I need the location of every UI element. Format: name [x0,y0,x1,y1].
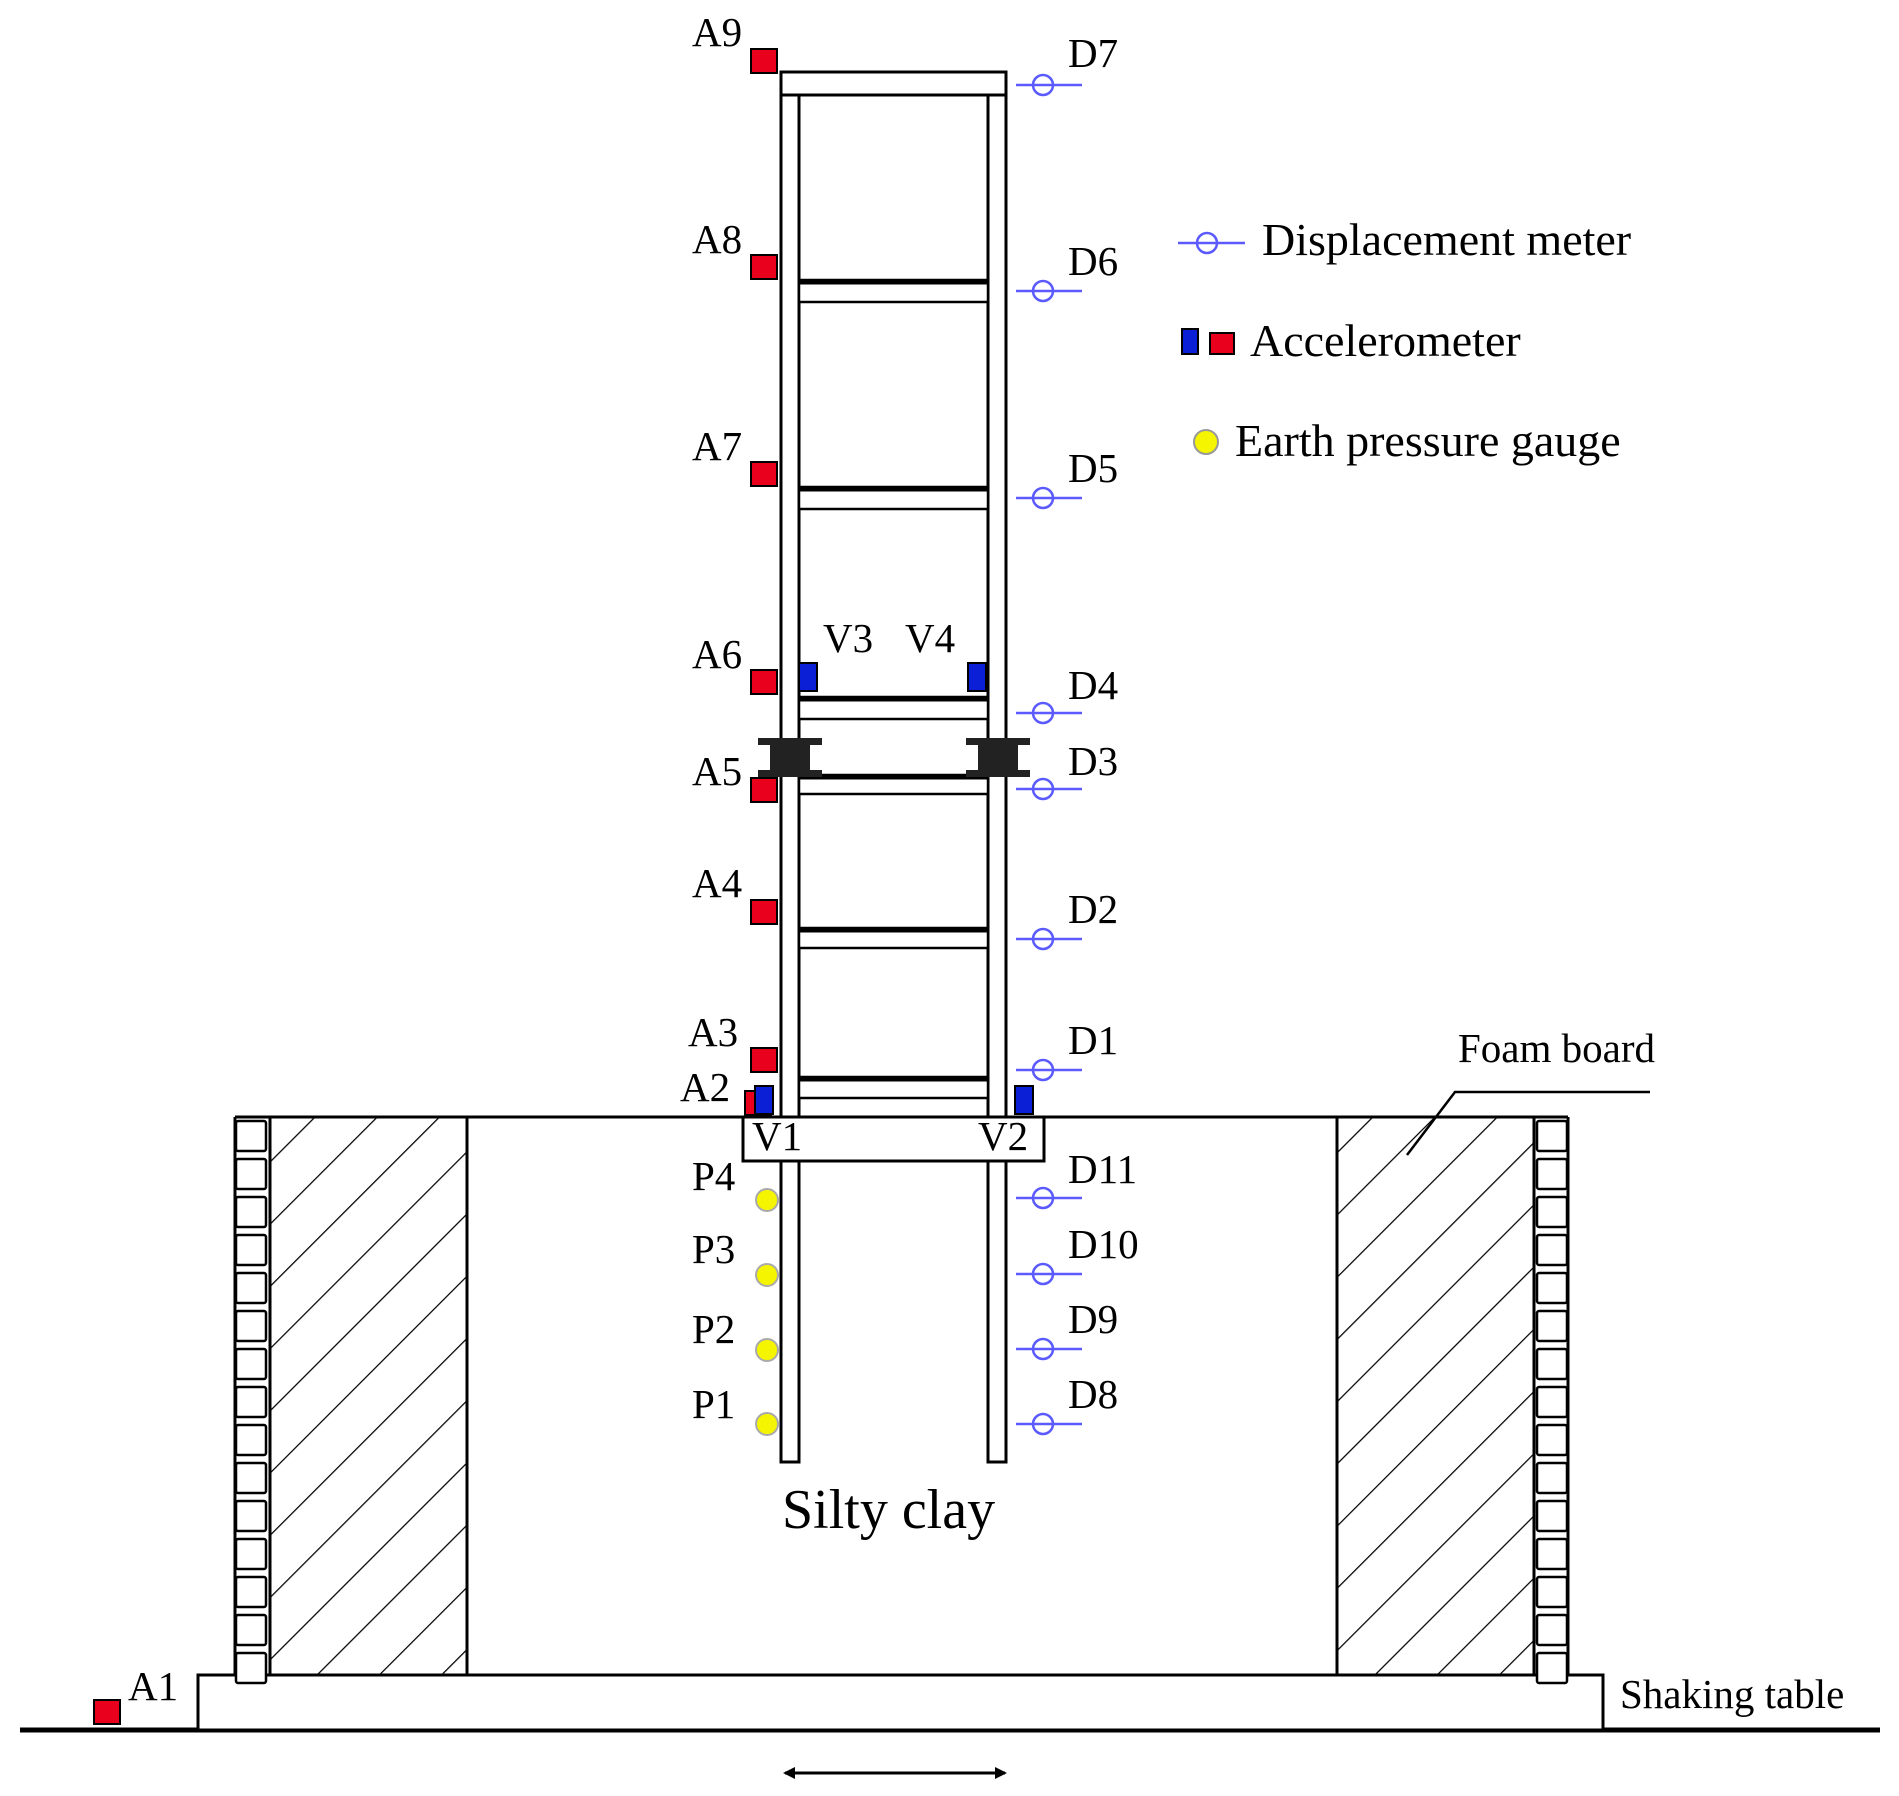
pressure-gauge-p4 [755,1188,779,1212]
legend: Displacement meter Accelerometer Earth p… [1178,214,1631,466]
accelerometer-a1 [93,1699,121,1725]
displacement-meter-d8 [1016,1412,1082,1436]
displacement-meter-d7 [1016,73,1082,97]
displacement-meter-d10 [1016,1262,1082,1286]
shaking-table-label: Shaking table [1620,1671,1844,1717]
accelerometer-label-a3: A3 [688,1009,738,1055]
accelerometer-a3 [750,1047,778,1073]
accelerometer-label-a9: A9 [692,9,742,55]
foam-board-left [268,1115,469,1677]
velocity-sensor-v2 [1014,1085,1034,1115]
displacement-meter-d1 [1016,1058,1082,1082]
displacement-label-d11: D11 [1068,1146,1137,1192]
isolation-bearing-right [966,738,1030,777]
accelerometer-label-a4: A4 [692,860,742,906]
displacement-label-d5: D5 [1068,445,1118,491]
sensor-layer [93,48,1082,1725]
velocity-sensor-label-v3: V3 [823,615,873,661]
displacement-label-d8: D8 [1068,1371,1118,1417]
pressure-label-p4: P4 [692,1153,735,1199]
accelerometer-a8 [750,254,778,280]
displacement-label-d10: D10 [1068,1221,1139,1267]
velocity-sensor-v1 [754,1085,774,1115]
displacement-label-d7: D7 [1068,30,1118,76]
displacement-meter-d6 [1016,279,1082,303]
pile-cap [741,1115,1046,1163]
foam-board-leader [1406,1090,1650,1156]
isolation-bearing-left [758,738,822,777]
legend-pressure-icon [1193,429,1219,455]
accelerometer-label-a8: A8 [692,216,742,262]
displacement-label-d3: D3 [1068,738,1118,784]
floor-slabs [797,278,990,1100]
displacement-label-d6: D6 [1068,238,1118,284]
velocity-sensor-v3 [798,662,818,692]
displacement-meter-d4 [1016,701,1082,725]
accelerometer-a5 [750,777,778,803]
accelerometer-label-a1: A1 [128,1663,178,1709]
shaking-table [196,1673,1605,1732]
accelerometer-a9 [750,48,778,74]
displacement-meter-d11 [1016,1186,1082,1210]
displacement-label-d2: D2 [1068,886,1118,932]
pressure-gauge-p2 [755,1338,779,1362]
legend-displacement-label: Displacement meter [1262,214,1631,265]
accelerometer-label-a2: A2 [680,1064,730,1110]
legend-accelerometer-label: Accelerometer [1250,315,1521,366]
velocity-sensor-label-v2: V2 [978,1113,1028,1159]
displacement-meter-d2 [1016,927,1082,951]
accelerometer-label-a7: A7 [692,423,742,469]
velocity-sensor-label-v1: V1 [752,1113,802,1159]
pressure-gauge-p1 [755,1412,779,1436]
accelerometer-a4 [750,899,778,925]
legend-accelerometer-icon [1181,328,1235,355]
frame-structure [741,70,1046,1464]
displacement-label-d4: D4 [1068,662,1118,708]
foam-board-label: Foam board [1458,1025,1655,1071]
velocity-sensor-v4 [967,662,987,692]
soil-label: Silty clay [782,1479,995,1541]
accelerometer-label-a5: A5 [692,748,742,794]
pressure-label-p1: P1 [692,1381,735,1427]
accelerometer-a6 [750,669,778,695]
displacement-meter-d3 [1016,777,1082,801]
foam-board-right [1335,1115,1536,1677]
pressure-label-p3: P3 [692,1226,735,1272]
accelerometer-a7 [750,461,778,487]
accelerometer-label-a6: A6 [692,631,742,677]
box-ribs-left [234,1119,268,1685]
displacement-meter-d9 [1016,1337,1082,1361]
pressure-gauge-p3 [755,1263,779,1287]
legend-pressure-label: Earth pressure gauge [1235,415,1621,466]
velocity-sensor-label-v4: V4 [905,615,955,661]
displacement-label-d9: D9 [1068,1296,1118,1342]
displacement-meter-d5 [1016,486,1082,510]
box-ribs-right [1535,1119,1569,1685]
roof-beam [779,70,1008,97]
displacement-label-d1: D1 [1068,1017,1118,1063]
pressure-label-p2: P2 [692,1306,735,1352]
legend-displacement-icon [1178,231,1245,255]
